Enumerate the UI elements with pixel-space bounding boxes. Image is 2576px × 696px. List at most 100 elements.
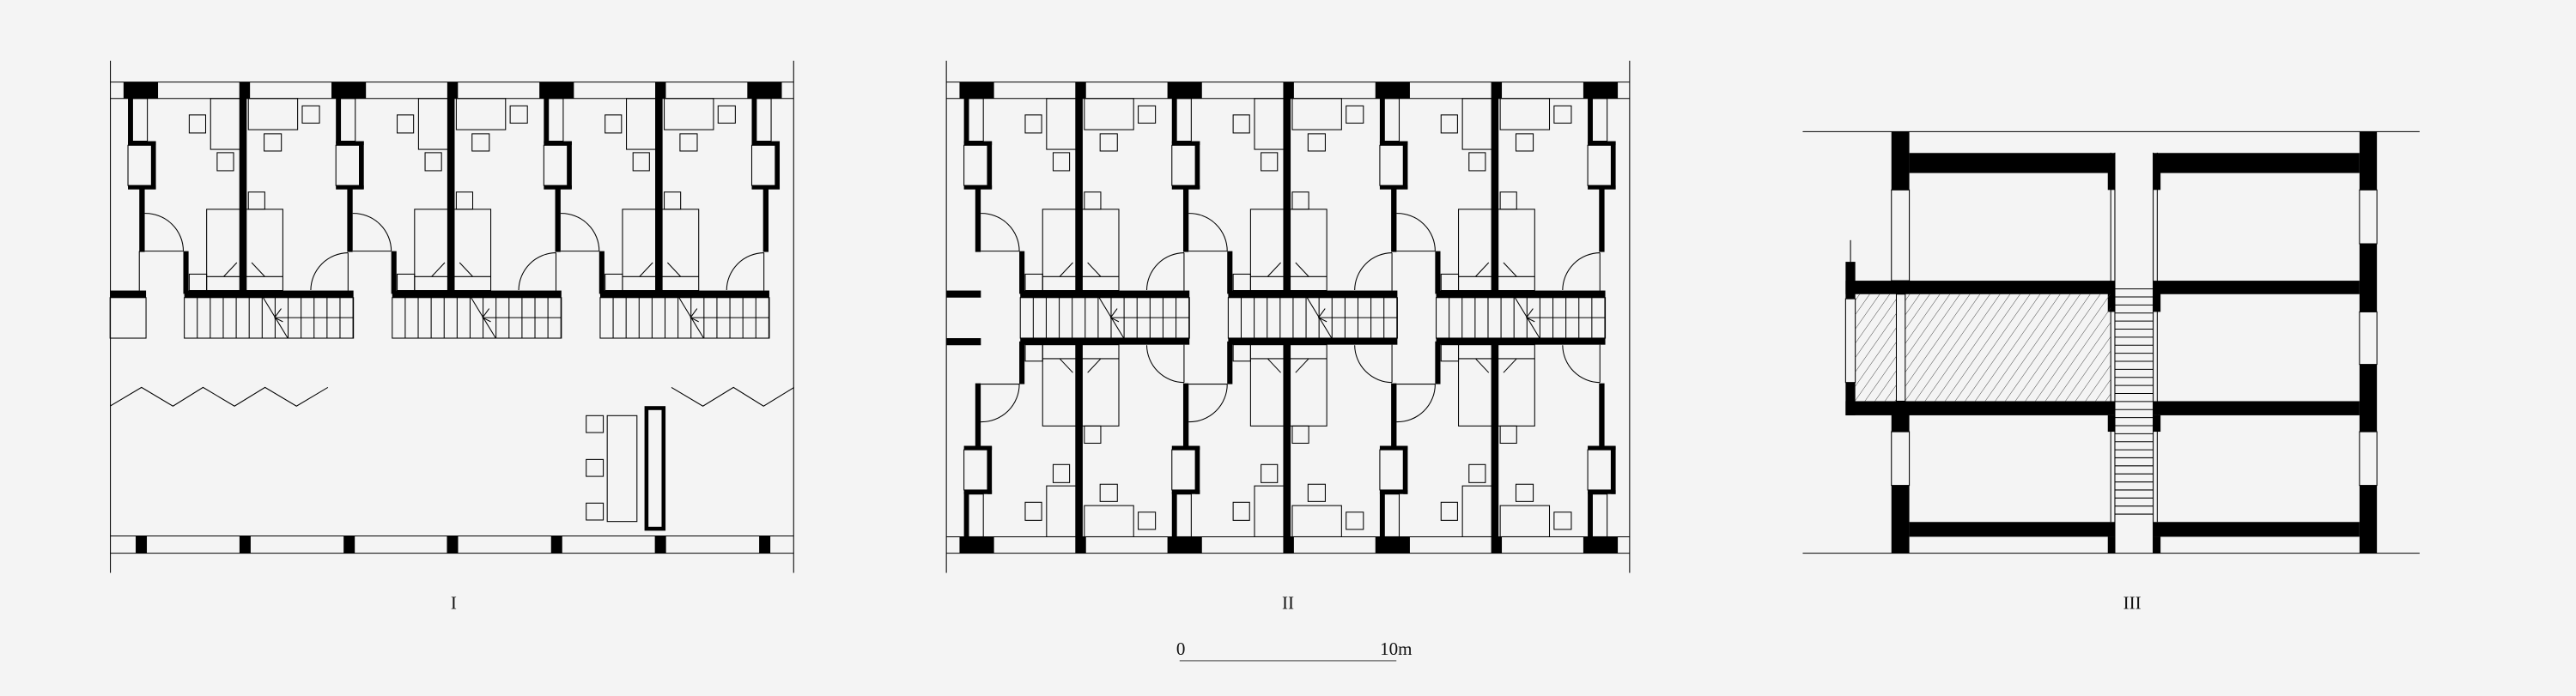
chair	[1232, 114, 1250, 134]
lamp-line	[1503, 358, 1517, 373]
slab	[2153, 153, 2360, 173]
nightstand	[1084, 191, 1102, 210]
bed	[1458, 209, 1535, 292]
wardrobe	[1499, 505, 1551, 537]
lamp-line	[1295, 358, 1309, 373]
chair	[605, 114, 623, 134]
wall	[544, 185, 572, 190]
plan-label-ii: II	[1282, 593, 1294, 614]
wall	[336, 141, 364, 146]
door-swing	[1562, 345, 1601, 384]
door-swing	[1145, 345, 1184, 384]
wall	[1171, 98, 1177, 144]
wall	[1435, 341, 1441, 384]
pillar	[1375, 536, 1410, 554]
lamp-line	[1059, 262, 1073, 277]
wall	[1019, 341, 1025, 384]
unit	[959, 82, 1190, 339]
bed	[622, 209, 700, 292]
door-swing	[1396, 213, 1436, 251]
hatched-common-area	[1855, 294, 2111, 402]
wall	[1403, 141, 1408, 189]
chair	[509, 105, 528, 124]
wall	[1171, 491, 1177, 537]
wall	[963, 185, 993, 190]
stair	[1227, 297, 1398, 339]
pillar	[1167, 82, 1202, 99]
wardrobe	[417, 98, 449, 150]
wall	[975, 383, 981, 447]
closet	[756, 98, 772, 142]
pillar	[1167, 536, 1202, 554]
pillar	[747, 82, 782, 99]
folding-partition	[109, 386, 329, 407]
wall	[1019, 251, 1025, 294]
wall	[2359, 244, 2378, 312]
door-swing	[352, 213, 392, 251]
chair	[424, 152, 442, 172]
party-wall	[1283, 341, 1291, 537]
wardrobe	[247, 98, 299, 130]
chair	[216, 152, 234, 172]
chair	[1468, 152, 1486, 172]
corridor-wall	[1228, 290, 1398, 298]
pillar	[1583, 536, 1619, 554]
closet	[543, 144, 568, 186]
wall	[391, 251, 397, 294]
wall	[598, 251, 605, 294]
wall	[128, 141, 156, 146]
scale-bar-start: 0	[1176, 639, 1186, 659]
closet	[968, 98, 984, 142]
party-wall	[447, 98, 455, 294]
wardrobe	[1046, 98, 1077, 150]
nightstand	[247, 191, 265, 210]
closet	[548, 98, 564, 142]
wall	[963, 445, 993, 451]
slab	[2153, 401, 2360, 415]
corridor-wall	[1436, 337, 1606, 345]
wall	[544, 141, 572, 146]
pillar	[759, 536, 771, 554]
chair	[1138, 511, 1157, 530]
lamp-line	[251, 262, 265, 277]
lamp-line	[1503, 262, 1517, 277]
wall	[963, 490, 993, 494]
wall	[555, 188, 561, 252]
corridor-wall	[392, 290, 562, 298]
closet	[750, 144, 776, 186]
wall	[1599, 383, 1605, 447]
window	[2359, 311, 2378, 366]
wall	[1171, 490, 1200, 494]
chair	[679, 133, 698, 152]
wardrobe	[210, 98, 241, 150]
stair-arrow-head	[274, 308, 283, 323]
closet	[1591, 493, 1608, 537]
cabinet	[605, 273, 623, 292]
bed	[1249, 344, 1327, 427]
floor-plan-i	[109, 60, 795, 573]
bed	[1042, 344, 1120, 427]
slab	[1845, 281, 2115, 294]
nightstand	[1499, 191, 1517, 210]
lamp-line	[1475, 358, 1490, 373]
wardrobe	[1084, 505, 1134, 537]
wall	[1182, 188, 1189, 252]
closet	[1587, 449, 1612, 491]
closet	[1379, 144, 1404, 186]
chair	[1515, 483, 1534, 502]
stair-arrow-head	[1317, 308, 1327, 323]
wall	[1588, 141, 1616, 146]
wall	[1379, 141, 1408, 146]
corridor-wall	[184, 290, 354, 298]
wall	[1379, 491, 1385, 537]
door-swing	[310, 252, 349, 290]
lamp-line	[1475, 262, 1490, 277]
party-wall	[1283, 98, 1291, 294]
scale-bar: 0 10m	[1176, 639, 1413, 662]
wall	[151, 141, 156, 189]
wardrobe	[1461, 98, 1493, 150]
chair	[1468, 463, 1486, 483]
chair	[1232, 501, 1250, 521]
wall	[1379, 490, 1408, 494]
window	[2359, 431, 2378, 487]
